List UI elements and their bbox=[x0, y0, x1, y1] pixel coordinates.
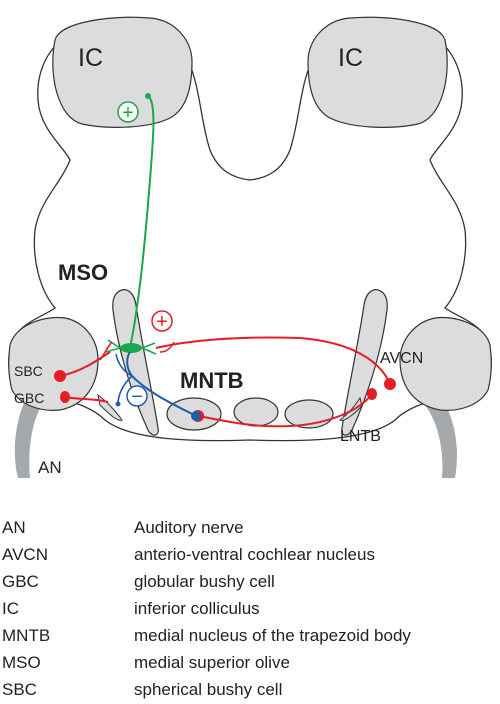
legend-desc: medial nucleus of the trapezoid body bbox=[134, 626, 411, 645]
legend-row: MNTB medial nucleus of the trapezoid bod… bbox=[0, 622, 500, 649]
legend-desc: spherical bushy cell bbox=[134, 680, 283, 699]
mso-right-column bbox=[341, 289, 388, 436]
lntb-label: LNTB bbox=[340, 428, 381, 445]
excitatory-sign-ic-text: + bbox=[122, 102, 134, 124]
midline-nucleus bbox=[233, 397, 279, 427]
legend-desc: inferior colliculus bbox=[134, 599, 260, 618]
inhibitory-sign-text: − bbox=[131, 386, 143, 408]
excitatory-sign-mso-text: + bbox=[156, 311, 168, 333]
auditory-nerve-left bbox=[14, 395, 43, 478]
mso-neuron bbox=[120, 343, 142, 353]
lntb-right bbox=[339, 396, 363, 421]
inhibitory-sign bbox=[126, 385, 148, 407]
mso-to-ic-axon bbox=[129, 97, 155, 349]
auditory-nerve-right bbox=[425, 395, 458, 478]
legend-desc: Auditory nerve bbox=[134, 518, 244, 537]
avcn-contra-branch bbox=[159, 341, 175, 353]
avcn-contra-to-mso bbox=[155, 336, 391, 385]
cochlear-nucleus-left bbox=[8, 316, 99, 411]
mso-label: MSO bbox=[58, 260, 108, 285]
avcn-cell-spherical bbox=[384, 378, 396, 390]
legend-row: AN Auditory nerve bbox=[0, 514, 500, 541]
sbc-cell bbox=[54, 370, 66, 382]
gbc-cell bbox=[60, 391, 70, 403]
avcn-to-mntb-axon bbox=[197, 393, 373, 428]
legend-abbr: SBC bbox=[2, 680, 37, 699]
legend-abbr: AN bbox=[2, 518, 26, 537]
gbc-label: GBC bbox=[14, 390, 44, 406]
avcn-right-region bbox=[399, 316, 492, 411]
legend-row: SBC spherical bushy cell bbox=[0, 676, 500, 703]
sbc-ipsi-branch bbox=[99, 341, 113, 361]
legend-abbr: MNTB bbox=[2, 626, 51, 645]
mntb-to-mso-axon bbox=[126, 351, 197, 417]
mntb-label: MNTB bbox=[180, 368, 244, 393]
legend-desc: anterio-ventral cochlear nucleus bbox=[134, 545, 375, 564]
brainstem-diagram: + + − IC IC MSO MNTB SBC GBC AVCN AN LNT… bbox=[8, 16, 492, 478]
excitatory-sign-mso bbox=[151, 310, 173, 332]
legend-row: MSO medial superior olive bbox=[0, 649, 500, 676]
legend-row: IC inferior colliculus bbox=[0, 595, 500, 622]
sbc-label: SBC bbox=[14, 363, 43, 379]
avcn-label: AVCN bbox=[380, 350, 423, 367]
ic-right-label: IC bbox=[338, 44, 363, 72]
ic-terminal bbox=[145, 93, 151, 99]
legend-abbr: IC bbox=[2, 599, 19, 618]
mso-dendrite-left bbox=[105, 339, 121, 353]
inhibitory-terminal bbox=[115, 401, 121, 407]
an-label: AN bbox=[38, 458, 62, 477]
legend-abbr: MSO bbox=[2, 653, 41, 672]
inhibitory-branch-1 bbox=[115, 353, 133, 377]
ic-right-region bbox=[307, 16, 448, 128]
legend-desc: globular bushy cell bbox=[134, 572, 275, 591]
avcn-cell-globular bbox=[367, 388, 377, 400]
ic-left-region bbox=[52, 16, 193, 128]
legend-row: GBC globular bushy cell bbox=[0, 568, 500, 595]
mso-dendrite-right bbox=[141, 342, 157, 355]
legend-row: AVCN anterio-ventral cochlear nucleus bbox=[0, 541, 500, 568]
excitatory-sign-ic bbox=[117, 101, 139, 123]
legend-abbr: GBC bbox=[2, 572, 39, 591]
ic-left-label: IC bbox=[78, 44, 103, 72]
legend-abbr: AVCN bbox=[2, 545, 48, 564]
legend-desc: medial superior olive bbox=[134, 653, 290, 672]
